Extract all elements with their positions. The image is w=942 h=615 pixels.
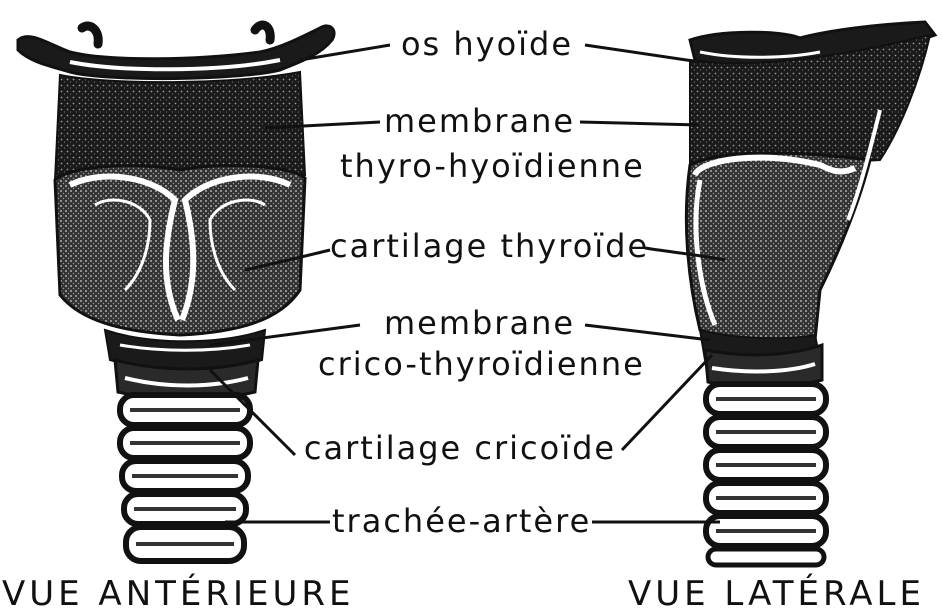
leader-os-hyoide-right — [585, 45, 700, 62]
label-os-hyoide: os hyoïde — [392, 26, 582, 62]
label-trachee-artere: trachée-artère — [332, 503, 590, 539]
label-membrane-cricothyroid-line1: membrane — [382, 305, 577, 341]
lateral-trachea — [706, 384, 826, 565]
label-cartilage-thyroide: cartilage thyroïde — [330, 228, 645, 264]
label-membrane-thyrohyoid-line2: thyro-hyoïdienne — [340, 148, 630, 184]
lateral-thyroid-cartilage — [686, 153, 870, 342]
leader-membrane-thyrohyoid-right — [580, 122, 700, 125]
lateral-view-illustration — [686, 22, 935, 565]
label-membrane-cricothyroid-line2: crico-thyroïdienne — [318, 346, 638, 382]
anterior-thyrohyoid-membrane — [55, 72, 305, 180]
label-membrane-thyrohyoid-line1: membrane — [382, 103, 577, 139]
leader-membrane-cricothyroid-right — [585, 325, 710, 340]
anterior-view-illustration — [18, 25, 334, 561]
anterior-thyroid-cartilage — [55, 166, 305, 335]
caption-lateral-view: VUE LATÉRALE — [628, 574, 925, 614]
caption-anterior-view: VUE ANTÉRIEURE — [2, 574, 355, 614]
label-cartilage-cricoide: cartilage cricoïde — [300, 430, 620, 466]
anterior-trachea — [120, 395, 250, 561]
